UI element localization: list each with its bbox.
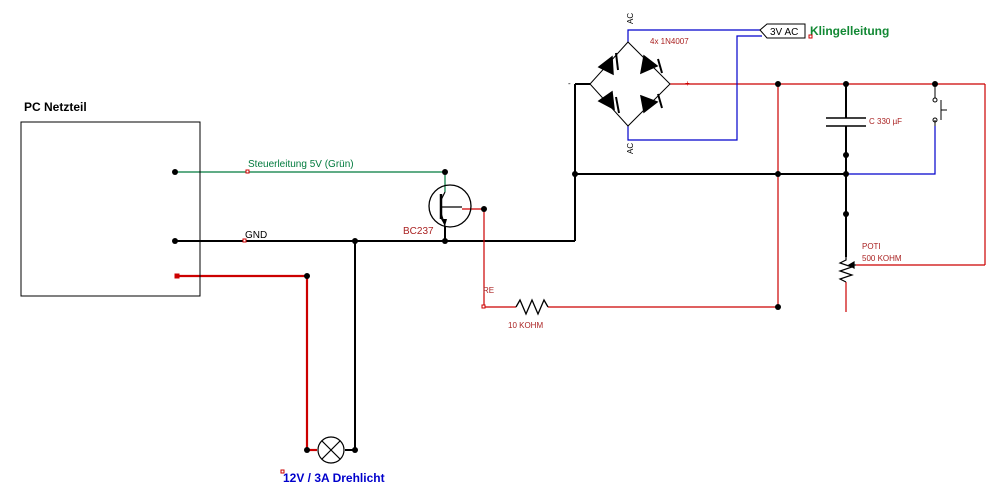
pot-value-label: 500 KOHM: [862, 254, 902, 263]
lamp-icon: [317, 436, 345, 464]
gnd-label: GND: [245, 230, 267, 241]
plus-wires: [462, 83, 986, 312]
bridge-rectifier: [589, 41, 671, 127]
capacitor-label: C 330 µF: [869, 117, 902, 126]
resistor-label: 10 KOHM: [508, 321, 543, 330]
resistor-10k: [515, 298, 549, 316]
lamp-plus-wire: [177, 274, 317, 452]
lamp-label: 12V / 3A Drehlicht: [283, 471, 385, 485]
psu-title: PC Netzteil: [24, 100, 87, 114]
wire-markers: [174, 34, 813, 474]
minus-label: -: [568, 79, 571, 88]
control-line-label: Steuerleitung 5V (Grün): [248, 159, 354, 170]
capacitor-330uf: [826, 117, 866, 127]
psu-box: [20, 121, 201, 297]
potentiometer: [838, 257, 856, 283]
plus-label: +: [685, 79, 690, 88]
control-wire: [175, 171, 446, 192]
ground-wires: [175, 83, 847, 451]
pot-name-label: POTI: [862, 242, 881, 251]
push-button-switch: [932, 84, 947, 126]
junction-dots: [172, 81, 938, 453]
ac-top-label: AC: [626, 13, 635, 24]
ac-input-connector: [759, 23, 806, 39]
transistor-label: BC237: [403, 226, 434, 237]
transistor-bc237: [428, 184, 472, 228]
re-label: RE: [483, 286, 494, 295]
ac-wires: [627, 29, 936, 175]
bell-line-label: Klingelleitung: [810, 24, 889, 38]
ac-input-label: 3V AC: [770, 27, 798, 38]
ac-bottom-label: AC: [626, 143, 635, 154]
diodes-label: 4x 1N4007: [650, 37, 689, 46]
